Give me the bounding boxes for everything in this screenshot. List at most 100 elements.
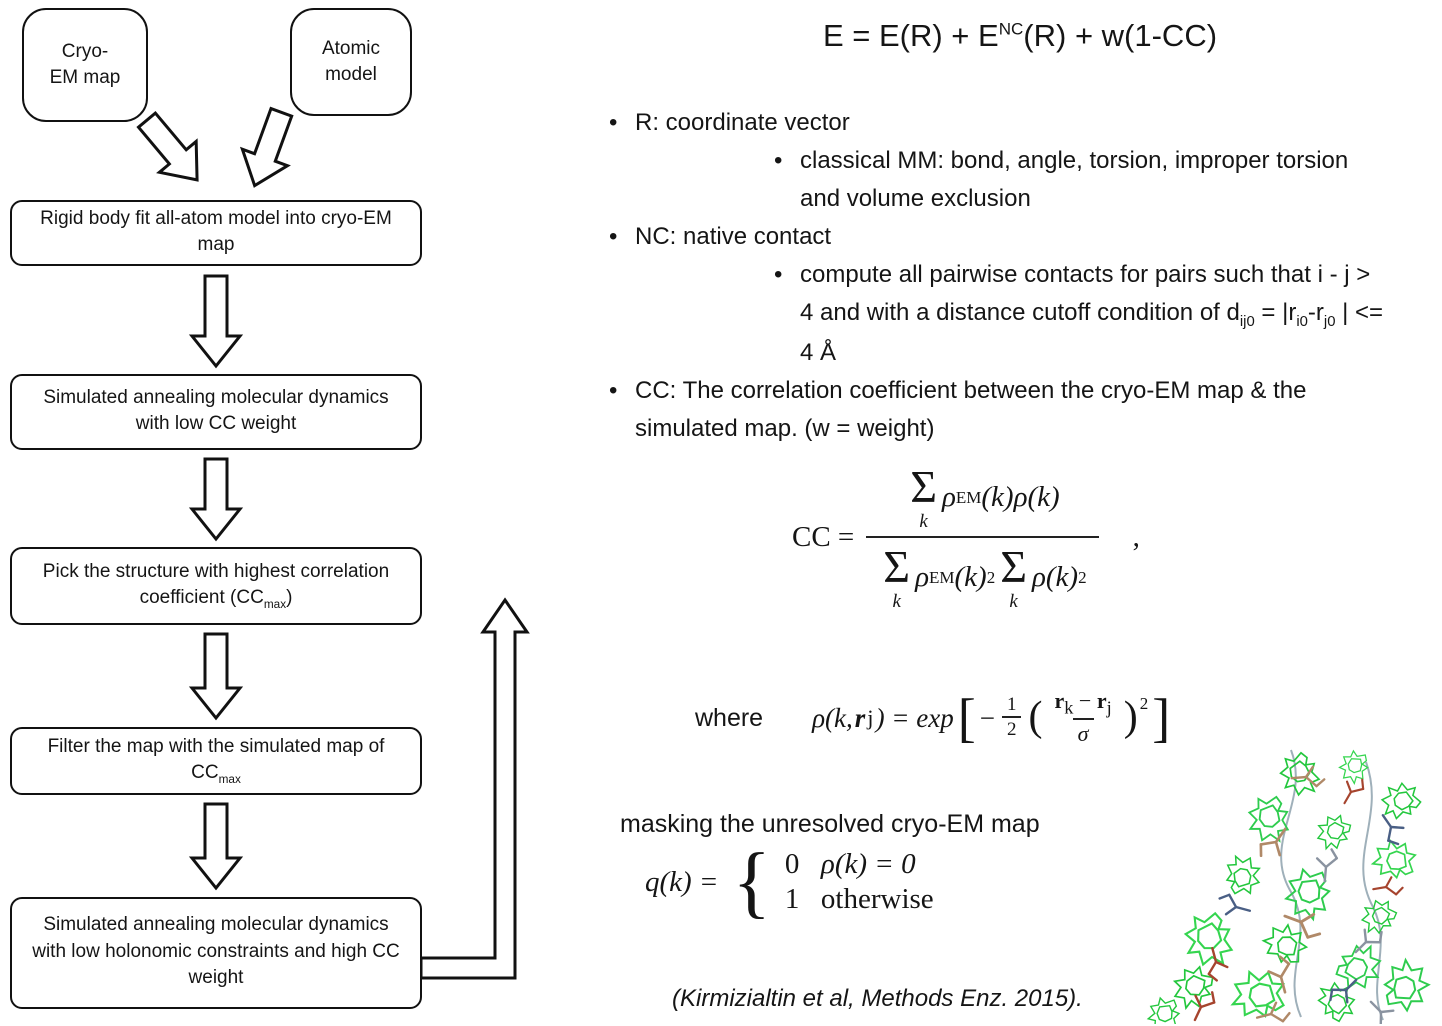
math-token: ρ(k): [1031, 561, 1079, 593]
arrow-step2-step3-icon: [188, 457, 244, 542]
flow-step-text: Simulated annealing molecular dynamics w…: [28, 912, 404, 993]
arrow-step4-step5-icon: [188, 802, 244, 891]
where-label: where: [695, 703, 764, 732]
math-token: EM: [929, 567, 955, 587]
math-token: 1: [1006, 694, 1017, 716]
qk-case-2: 1 otherwise: [785, 883, 934, 916]
flow-step-sa-md-high-cc: Simulated annealing molecular dynamics w…: [10, 897, 422, 1009]
bullet-nc-sub: compute all pairwise contacts for pairs …: [770, 256, 1385, 372]
math-token: ρ: [915, 561, 929, 593]
flow-step-rigid-body-fit: Rigid body fit all-atom model into cryo-…: [10, 200, 422, 266]
bullet-r-sub: classical MM: bond, angle, torsion, impr…: [770, 142, 1385, 218]
flow-step-label-post: ): [286, 587, 293, 609]
subscript: j: [1106, 697, 1112, 718]
math-token: ρ(k,: [812, 702, 853, 733]
qk-equation: q(k) = { 0 ρ(k) = 0 1 otherwise: [645, 838, 934, 926]
subscript: k: [1064, 697, 1074, 718]
source-box-atomic-model: Atomic model: [290, 8, 412, 116]
math-token: otherwise: [820, 883, 934, 915]
qk-cases: 0 ρ(k) = 0 1 otherwise: [785, 848, 934, 916]
bullet-nc-sub-text: compute all pairwise contacts for pairs …: [800, 260, 1371, 326]
subscript: j0: [1323, 313, 1336, 330]
superscript-nc: NC: [998, 19, 1024, 39]
flow-step-text: Simulated annealing molecular dynamics w…: [28, 385, 404, 440]
bullet-nc: NC: native contact compute all pairwise …: [605, 218, 1442, 372]
cryo-em-density-figure: [1140, 732, 1442, 1024]
energy-eq-part2: (R) + w(1-CC): [1023, 18, 1218, 53]
math-token: k: [1009, 591, 1018, 612]
math-token: r: [1054, 688, 1065, 713]
bullet-r-sub-text: classical MM: bond, angle, torsion, impr…: [800, 146, 1349, 212]
backbone-strands-icon: [1280, 749, 1384, 1021]
notes-list: R: coordinate vector classical MM: bond,…: [605, 104, 1442, 448]
subscript: ij0: [1239, 313, 1255, 330]
density-mesh-icon: [1142, 745, 1439, 1024]
math-token: ρ: [941, 481, 956, 513]
math-token: (k): [954, 561, 987, 593]
math-token: −: [979, 702, 995, 733]
cc-eq-lhs: CC =: [792, 521, 855, 553]
math-token: −: [1073, 688, 1097, 713]
rk-rj-over-sigma-fraction: rk − rj σ: [1049, 688, 1116, 748]
flow-step-label: Simulated annealing molecular dynamics w…: [32, 914, 400, 989]
arrow-from-atomic-model-icon: [239, 106, 294, 188]
bullet-r: R: coordinate vector classical MM: bond,…: [605, 104, 1442, 218]
math-token: k: [919, 511, 928, 532]
source-box-cryo-em-map: Cryo- EM map: [22, 8, 148, 122]
subscript: i0: [1296, 313, 1308, 330]
flow-step-sa-md-low-cc: Simulated annealing molecular dynamics w…: [10, 374, 422, 450]
left-bracket-icon: [: [957, 687, 976, 748]
math-token: r: [1096, 688, 1107, 713]
left-brace-icon: {: [732, 838, 771, 926]
right-bracket-icon: ]: [1152, 687, 1171, 748]
flowchart-arrows: [136, 106, 530, 980]
masking-label: masking the unresolved cryo-EM map: [620, 810, 1040, 838]
source-box-label: Cryo- EM map: [49, 41, 121, 88]
energy-equation: E = E(R) + ENC(R) + w(1-CC): [700, 18, 1340, 54]
math-token: 2: [1139, 694, 1149, 714]
math-token: 2: [986, 567, 996, 587]
arrow-step3-step4-icon: [188, 632, 244, 721]
math-token: ρ(k) = 0: [820, 848, 916, 880]
flow-step-label: Filter the map with the simulated map of…: [47, 735, 385, 784]
math-token: Σ: [883, 541, 911, 592]
math-token: 2: [1078, 567, 1087, 587]
flow-step-pick-ccmax: Pick the structure with highest correlat…: [10, 547, 422, 625]
feedback-loop-arrow-icon: [419, 597, 530, 980]
math-token: 0: [784, 848, 800, 880]
flow-step-text: Rigid body fit all-atom model into cryo-…: [28, 206, 404, 261]
bullet-r-text: R: coordinate vector: [635, 109, 850, 136]
arrow-step1-step2-icon: [188, 274, 244, 369]
bullet-cc-text: CC: The correlation coefficient between …: [635, 376, 1307, 442]
subscript: j: [867, 705, 874, 731]
flow-step-text: Pick the structure with highest correlat…: [28, 559, 404, 614]
right-paren-icon: ): [1123, 694, 1138, 741]
math-token: EM: [955, 487, 982, 507]
source-box-label: Atomic model: [321, 38, 381, 85]
math-token: 1: [784, 883, 800, 915]
bullet-nc-sub-text: = |r: [1254, 298, 1297, 326]
flow-step-label: Rigid body fit all-atom model into cryo-…: [40, 207, 392, 256]
left-paren-icon: (: [1028, 694, 1043, 741]
subscript: max: [263, 597, 287, 611]
math-token: 2: [1001, 716, 1022, 742]
math-token: σ: [1072, 718, 1094, 748]
math-token: (k)ρ(k): [981, 481, 1060, 513]
flow-step-text: Filter the map with the simulated map of…: [28, 734, 404, 789]
math-token: Σ: [910, 461, 937, 512]
arrow-from-cryo-em-map-icon: [136, 110, 199, 182]
energy-eq-part1: E = E(R) + E: [822, 18, 999, 53]
math-token: k: [892, 591, 901, 612]
math-token: ) = exp: [875, 702, 954, 733]
math-token: q(k) =: [645, 865, 719, 898]
flow-step-filter-map: Filter the map with the simulated map of…: [10, 727, 422, 795]
